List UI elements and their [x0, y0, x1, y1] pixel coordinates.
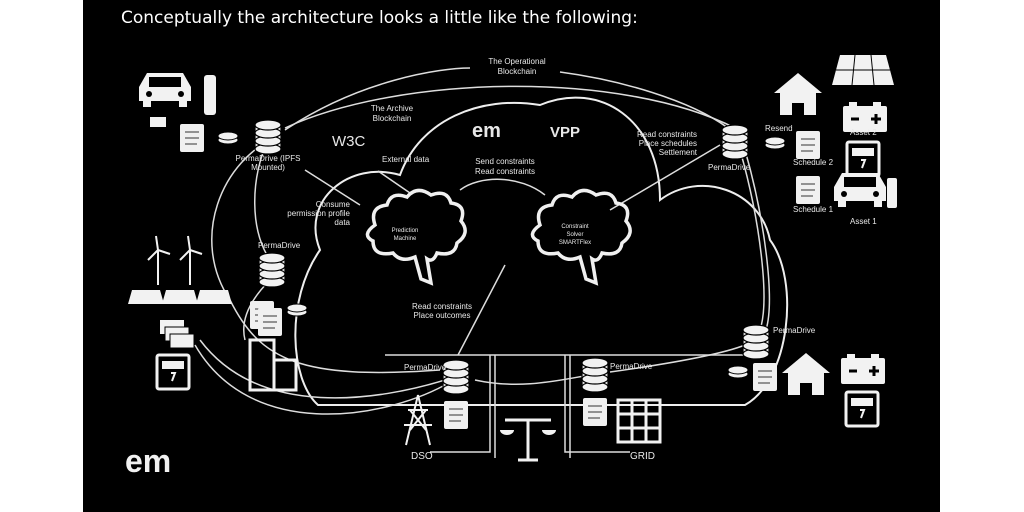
right-chain-2	[744, 149, 771, 331]
resend-label: Resend	[765, 124, 793, 133]
coins-icon	[217, 131, 239, 145]
dso-label: DSO	[411, 451, 433, 462]
read-outcomes-arrow	[457, 264, 506, 356]
send-constraints-arrow	[459, 178, 546, 196]
consume-label-3: data	[334, 218, 350, 227]
left-bottom-chain	[199, 339, 446, 399]
slide-title: Conceptually the architecture looks a li…	[121, 8, 638, 28]
right-house-icon	[782, 353, 830, 395]
permadrive-dso-label: PermaDrive	[404, 363, 447, 372]
em-bottom-logo: em	[125, 443, 171, 479]
ev-car-icon	[139, 73, 191, 107]
asset-1-charger-icon	[887, 178, 897, 208]
asset-1-car-icon	[834, 173, 886, 207]
schedule-1-label: Schedule 1	[793, 205, 834, 214]
grid-label: GRID	[630, 451, 655, 462]
prediction-machine-label-2: Machine	[394, 236, 417, 242]
right-doc-icon	[752, 362, 778, 392]
permadrive-topright-label: PermaDrive	[708, 163, 751, 172]
permadrive-topright-database-icon	[721, 124, 749, 160]
dso-clipboard-icon	[443, 400, 469, 430]
consume-label-2: permission profile	[287, 209, 350, 218]
schedule-2-doc-icon	[795, 130, 821, 160]
permadrive-grid-label: PermaDrive	[610, 362, 653, 371]
car-battery-icon	[150, 117, 166, 127]
read-outcomes-label: Read constraints	[412, 302, 472, 311]
solver-label-2: Solver	[566, 232, 583, 238]
solver-label: Constraint	[561, 224, 589, 230]
permadrive-grid-database-icon	[581, 357, 609, 393]
operational-blockchain-label: The Operational	[488, 57, 546, 66]
archive-blockchain-label-2: Blockchain	[373, 114, 412, 123]
operational-blockchain-label-2: Blockchain	[498, 67, 537, 76]
wind-solar-icon	[128, 235, 232, 304]
asset-2-meter-icon	[845, 140, 881, 178]
permadrive-ipfs-database-icon	[254, 119, 282, 155]
send-constraints-label: Send constraints	[475, 157, 535, 166]
house-icon	[774, 73, 822, 115]
right-meter-icon	[844, 390, 880, 428]
vpp-cloud	[294, 96, 789, 406]
permadrive-left-label: PermaDrive	[258, 241, 301, 250]
left-coins-icon	[286, 303, 308, 317]
archive-link	[211, 134, 441, 374]
read-schedules-arrow	[609, 144, 721, 211]
scales-icon	[500, 418, 556, 462]
permadrive-ipfs-label-2: Mounted)	[251, 163, 285, 172]
grid-right-chain	[609, 344, 746, 373]
schedule-1-doc-icon	[795, 175, 821, 205]
permadrive-right-label: PermaDrive	[773, 326, 816, 335]
read-schedules-label-3: Settlement	[659, 148, 698, 157]
archive-blockchain-label: The Archive	[371, 104, 414, 113]
permadrive-ipfs-label: PermaDrive (IPFS	[236, 154, 301, 163]
prediction-machine-label: Prediction	[392, 228, 419, 234]
schedule-doc-icon	[179, 123, 205, 153]
documents-icon-2	[257, 307, 283, 337]
solar-panel-icon	[832, 54, 894, 86]
operational-blockchain-arc-2	[284, 85, 736, 129]
consume-label: Consume	[316, 200, 351, 209]
asset-2-label: Asset 2	[850, 128, 877, 137]
vpp-label: VPP	[550, 124, 580, 141]
external-data-label: External data	[382, 155, 430, 164]
charger-icon	[204, 75, 216, 115]
permadrive-right-database-icon	[742, 324, 770, 360]
dso-grid-chain	[474, 374, 591, 385]
right-coins-icon	[727, 365, 749, 379]
schedule-2-label: Schedule 2	[793, 158, 834, 167]
read-schedules-label-2: Place schedules	[639, 139, 697, 148]
operational-blockchain-arc	[284, 67, 729, 131]
permadrive-left-database-icon	[258, 252, 286, 288]
dso-grid-connectors	[385, 354, 760, 458]
consume-arrow	[304, 169, 361, 206]
left-meter-icon	[155, 353, 191, 391]
resend-coins-icon	[764, 136, 786, 150]
right-battery-icon	[839, 352, 887, 386]
read-outcomes-label-2: Place outcomes	[414, 311, 471, 320]
external-data-arrow	[377, 170, 411, 194]
grid-clipboard-icon	[582, 397, 608, 427]
building-icon	[248, 338, 298, 392]
grid-icon	[616, 398, 662, 444]
em-logo: em	[472, 120, 501, 142]
asset-1-label: Asset 1	[850, 217, 877, 226]
batteries-stack-icon	[160, 320, 195, 349]
right-chain	[739, 149, 765, 331]
read-schedules-label: Read constraints	[637, 130, 697, 139]
pylon-icon	[404, 394, 432, 446]
permadrive-dso-database-icon	[442, 359, 470, 395]
solver-label-3: SMARTFlex	[559, 240, 591, 246]
w3c-logo: W3C	[332, 133, 366, 150]
read-constraints-label: Read constraints	[475, 167, 535, 176]
